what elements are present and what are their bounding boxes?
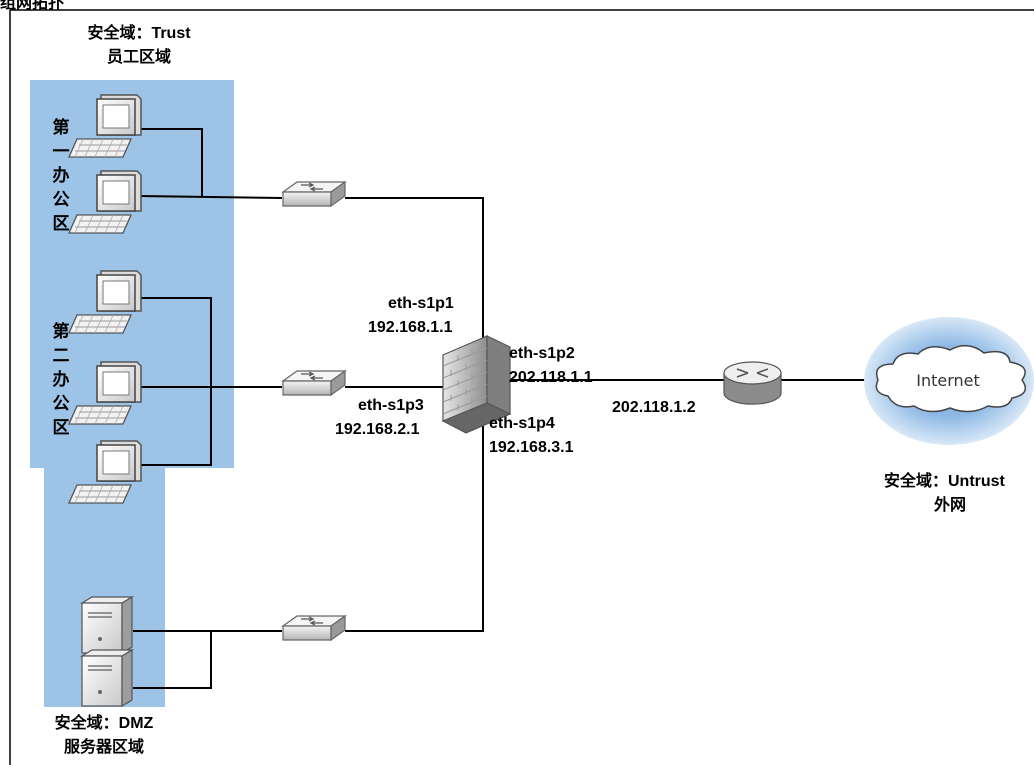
header-fragment: 组网拓扑 [0,0,64,10]
server-icon [82,597,132,653]
switch-icon [283,182,345,206]
cloud-label: Internet [916,371,980,390]
office1-label: 第一办公区 [50,116,72,236]
port-p3-ip: 192.168.2.1 [335,420,420,440]
switch-icon [283,371,345,395]
port-p4-name: eth-s1p4 [489,414,555,434]
port-p4-ip: 192.168.3.1 [489,438,574,458]
router-ip: 202.118.1.2 [612,398,696,418]
router-icon [724,362,781,404]
dmz-zone-subtitle: 服务器区域 [24,738,184,758]
office2-label: 第二办公区 [50,320,72,440]
trust-zone-title: 安全域：Trust [54,24,224,44]
port-p1-ip: 192.168.1.1 [368,318,453,338]
untrust-zone-title: 安全域：Untrust [884,472,1034,492]
server-icon [82,650,132,706]
port-p3-name: eth-s1p3 [358,396,424,416]
port-p2-name: eth-s1p2 [509,344,575,364]
switch-icon [283,616,345,640]
port-p1-name: eth-s1p1 [388,294,454,314]
trust-zone-subtitle: 员工区域 [54,48,224,68]
port-p2-ip: 202.118.1.1 [509,368,593,388]
cloud-icon: Internet [864,317,1034,445]
untrust-zone-subtitle: 外网 [920,496,980,516]
dmz-zone-title: 安全域：DMZ [24,714,184,734]
